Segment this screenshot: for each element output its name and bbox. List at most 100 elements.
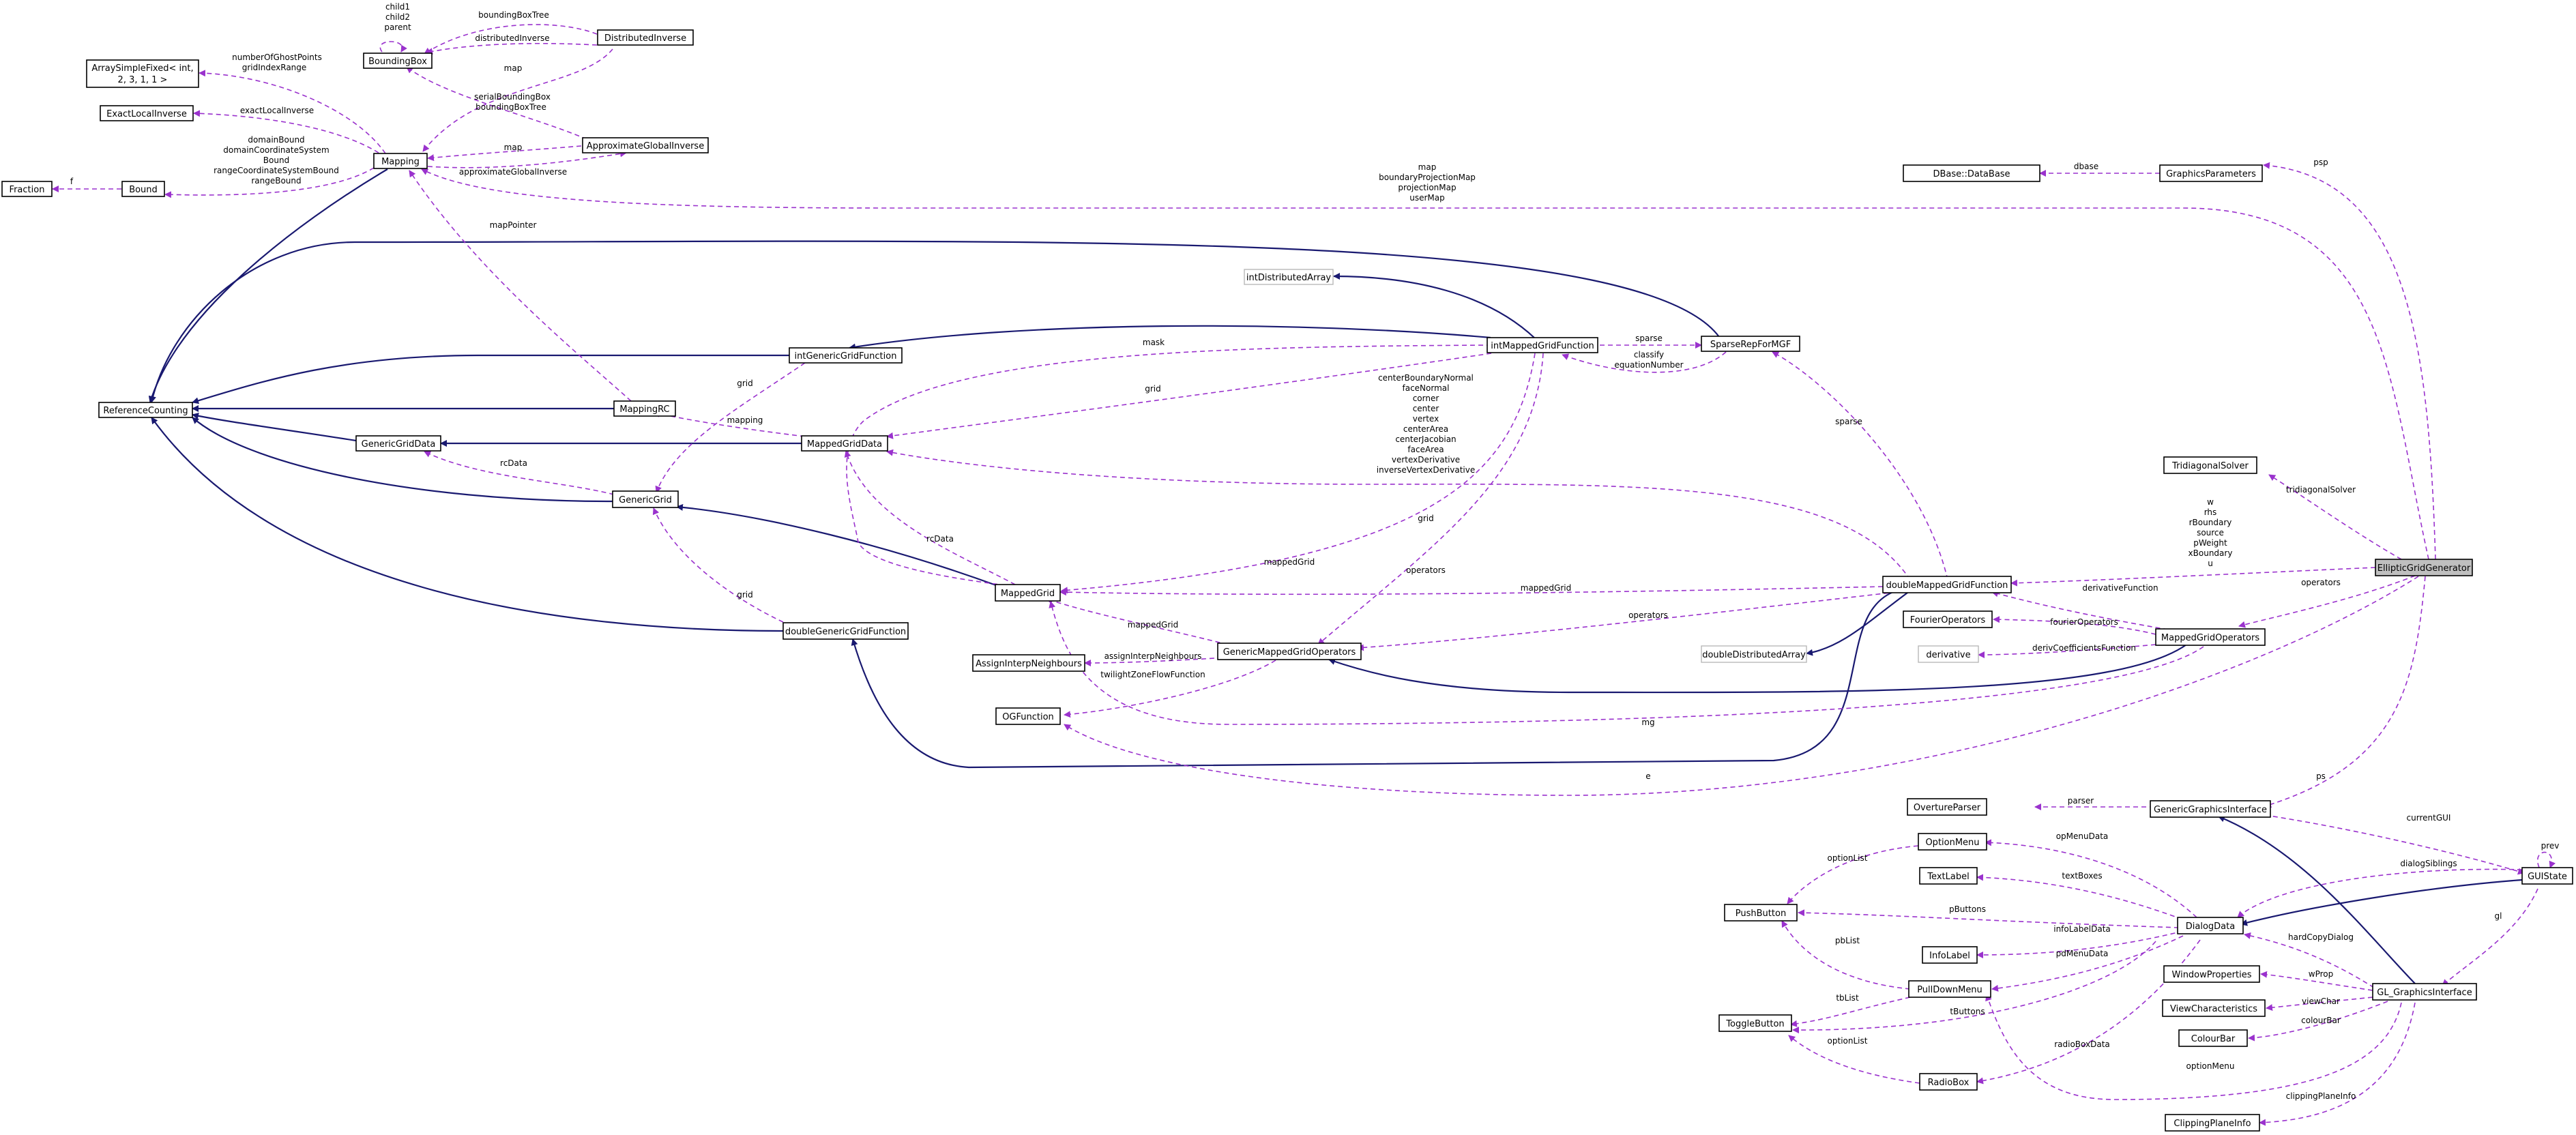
node-fraction[interactable]: Fraction [1, 181, 53, 197]
node-mappedgrid[interactable]: MappedGrid [995, 584, 1061, 602]
edge-label-exactlocalinverse: exactLocalInverse [240, 106, 314, 115]
node-genericgriddata[interactable]: GenericGridData [355, 435, 441, 452]
node-textlabel-label: TextLabel [1927, 872, 1969, 882]
edge-intmappedgridfunction-intgenericgridfunction [849, 325, 1491, 351]
edge-doublemappedgridfunction-doublegenericgridfunction [851, 589, 1897, 769]
node-genericgraphicsinterface-label: GenericGraphicsInterface [2154, 805, 2267, 815]
node-mappingrc-label: MappingRC [619, 404, 669, 415]
edge-genericmappedgridoperators-mappedgrid [1046, 598, 1229, 645]
node-gl-graphicsinterface[interactable]: GL_GraphicsInterface [2372, 983, 2477, 1001]
node-exactlocalinverse[interactable]: ExactLocalInverse [100, 105, 194, 121]
node-mapping[interactable]: Mapping [373, 153, 428, 169]
edge-genericmappedgridoperators-ogfunction [1064, 660, 1276, 718]
node-doublemappedgridfunction-label: doubleMappedGridFunction [1886, 580, 2008, 591]
node-intgenericgridfunction-label: intGenericGridFunction [795, 351, 897, 362]
edge-label-pweight: pWeight [2193, 538, 2227, 548]
edge-intmappedgridfunction-mappedgriddata-grid [886, 353, 1492, 439]
edge-label-tblist: tbList [1836, 993, 1859, 1003]
edge-gl-graphicsinterface-dialogdata [2244, 932, 2375, 988]
node-windowproperties-label: WindowProperties [2172, 970, 2252, 980]
node-sparsereformgf[interactable]: SparseRepForMGF [1701, 336, 1800, 352]
edge-label-facearea: faceArea [1407, 445, 1444, 454]
node-togglebutton[interactable]: ToggleButton [1718, 1014, 1792, 1032]
node-bound[interactable]: Bound [121, 181, 165, 197]
edge-label-facenormal: faceNormal [1403, 383, 1450, 393]
node-genericgrid[interactable]: GenericGrid [612, 490, 679, 508]
node-viewcharacteristics[interactable]: ViewCharacteristics [2162, 999, 2266, 1017]
edge-genericgrid-doublegenericgridfunction [652, 507, 784, 623]
edge-distributedinverse-boundingbox [426, 42, 598, 55]
node-graphicsparameters[interactable]: GraphicsParameters [2159, 164, 2263, 182]
edge-label-wprop: wProp [2309, 969, 2333, 979]
node-genericmappedgridoperators[interactable]: GenericMappedGridOperators [1217, 643, 1362, 660]
edge-label-operators3: operators [1628, 610, 1668, 620]
node-optionmenu-label: OptionMenu [1925, 838, 1979, 848]
node-approximateglobalinverse[interactable]: ApproximateGlobalInverse [582, 137, 709, 153]
node-mappedgridoperators[interactable]: MappedGridOperators [2155, 628, 2266, 646]
node-guistate[interactable]: GUIState [2521, 867, 2573, 885]
node-doublemappedgridfunction[interactable]: doubleMappedGridFunction [1882, 576, 2012, 593]
node-windowproperties[interactable]: WindowProperties [2163, 965, 2260, 983]
edge-label-grid3: grid [1418, 514, 1434, 523]
node-dialogdata[interactable]: DialogData [2177, 917, 2244, 934]
node-pulldownmenu[interactable]: PullDownMenu [1908, 980, 1991, 998]
node-assigninterpneighbours[interactable]: AssignInterpNeighbours [972, 654, 1085, 672]
edge-label-centerboundarynormal: centerBoundaryNormal [1378, 373, 1474, 383]
edge-approxglobalinverse-mapping [427, 145, 582, 162]
edge-label-clippingplaneinfo: clippingPlaneInfo [2286, 1091, 2356, 1101]
node-mappingrc[interactable]: MappingRC [613, 400, 676, 417]
node-doublegenericgridfunction[interactable]: doubleGenericGridFunction [782, 622, 909, 640]
edge-label-w: w [2207, 497, 2214, 507]
node-exactlocalinverse-label: ExactLocalInverse [106, 109, 187, 119]
node-intgenericgridfunction[interactable]: intGenericGridFunction [789, 347, 903, 364]
node-pulldownmenu-label: PullDownMenu [1917, 985, 1982, 995]
edge-label-corner: corner [1413, 394, 1439, 403]
node-arraysimplefixed[interactable]: ArraySimpleFixed< int,2, 3, 1, 1 > [86, 59, 199, 88]
node-overtureparser[interactable]: OvertureParser [1907, 798, 1987, 816]
edge-label-hardcopydialog: hardCopyDialog [2288, 932, 2354, 942]
node-intmappedgridfunction-label: intMappedGridFunction [1491, 341, 1594, 351]
edge-radiobox-togglebutton [1788, 1035, 1920, 1084]
node-ogfunction[interactable]: OGFunction [995, 707, 1061, 725]
node-intdistributedarray[interactable]: intDistributedArray [1244, 269, 1334, 285]
node-radiobox[interactable]: RadioBox [1919, 1073, 1978, 1091]
node-intmappedgridfunction[interactable]: intMappedGridFunction [1487, 337, 1598, 353]
node-distributedinverse-label: DistributedInverse [604, 33, 686, 44]
edge-label-mg: mg [1641, 718, 1654, 727]
node-derivative[interactable]: derivative [1918, 645, 1979, 663]
edge-gl-graphicsinterface-clippingplaneinfo [2259, 1002, 2416, 1126]
edge-label-distributedinverse: distributedInverse [475, 33, 549, 43]
node-genericgraphicsinterface[interactable]: GenericGraphicsInterface [2150, 800, 2271, 818]
node-textlabel[interactable]: TextLabel [1919, 867, 1978, 885]
node-dbase[interactable]: DBase::DataBase [1903, 164, 2040, 182]
node-assigninterpneighbours-label: AssignInterpNeighbours [976, 659, 1082, 669]
edge-doublemappedgridfunction-doubledistributedarray [1806, 590, 1911, 656]
node-doubledistributedarray[interactable]: doubleDistributedArray [1701, 645, 1807, 663]
edge-label-prev: prev [2541, 841, 2560, 851]
node-pushbutton[interactable]: PushButton [1724, 904, 1798, 922]
edge-gl-graphicsinterface-genericgraphicsinterface [2218, 815, 2416, 984]
node-mappedgriddata[interactable]: MappedGridData [801, 435, 888, 452]
node-referencecounting[interactable]: ReferenceCounting [98, 402, 193, 418]
node-clippingplaneinfo[interactable]: ClippingPlaneInfo [2165, 1114, 2260, 1132]
edge-label-xboundary: xBoundary [2189, 548, 2233, 558]
node-gl-graphicsinterface-label: GL_GraphicsInterface [2377, 988, 2472, 998]
edge-label-projectionmap: projectionMap [1398, 183, 1456, 192]
node-optionmenu[interactable]: OptionMenu [1918, 833, 1987, 851]
edge-label-inversevertexderivative: inverseVertexDerivative [1377, 465, 1475, 475]
node-tridiagonalsolver[interactable]: TridiagonalSolver [2163, 456, 2257, 474]
edge-pulldownmenu-togglebutton [1790, 997, 1911, 1027]
node-fourieroperators[interactable]: FourierOperators [1903, 610, 1993, 628]
node-distributedinverse[interactable]: DistributedInverse [597, 29, 694, 46]
edge-label-child1: child1 [385, 2, 410, 12]
edge-label-operators1: operators [1406, 565, 1446, 575]
edge-intgenericgridfunction-referencecounting [192, 354, 797, 404]
node-boundingbox[interactable]: BoundingBox [363, 53, 433, 69]
node-ellipticgridgenerator[interactable]: EllipticGridGenerator [2375, 559, 2473, 576]
node-colourbar[interactable]: ColourBar [2178, 1029, 2248, 1047]
edge-label-grid2: grid [737, 379, 753, 388]
node-infolabel[interactable]: InfoLabel [1922, 946, 1978, 964]
node-mappedgrid-label: MappedGrid [1001, 589, 1055, 599]
node-graphicsparameters-label: GraphicsParameters [2166, 169, 2256, 179]
